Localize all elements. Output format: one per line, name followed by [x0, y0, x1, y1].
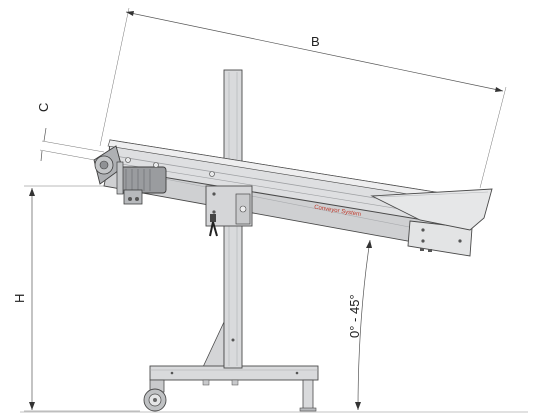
- dimension-angle: 0° - 45°: [347, 239, 372, 411]
- dimension-c: C: [36, 103, 105, 162]
- outfeed-chute: [370, 188, 493, 231]
- dimension-h-label: H: [12, 294, 27, 303]
- dimension-c-label: C: [36, 103, 51, 112]
- caster-wheel: [143, 379, 167, 412]
- conveyor-frame: [103, 139, 473, 257]
- clamp-lever-icon: [209, 214, 218, 237]
- dimension-b-label: B: [311, 34, 320, 49]
- drive-motor: [93, 145, 167, 205]
- dimension-angle-label: 0° - 45°: [347, 294, 362, 338]
- base-frame: [149, 321, 319, 412]
- dimension-b: B: [99, 7, 507, 189]
- dimension-h: H: [12, 185, 140, 412]
